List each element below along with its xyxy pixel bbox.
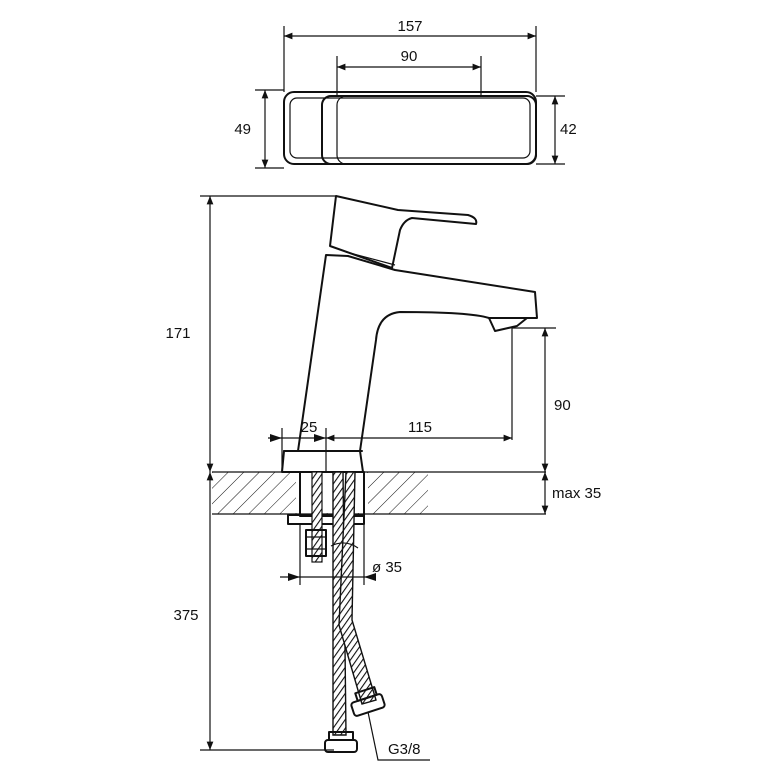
dim-lever-width: 90 — [401, 48, 418, 65]
dim-hose-length: 375 — [173, 607, 198, 624]
faucet-lever — [329, 195, 478, 269]
dim-offset: 25 — [301, 419, 318, 436]
dim-left-depth: 49 — [234, 121, 251, 138]
threaded-stud — [311, 471, 323, 563]
dim-height: 171 — [165, 325, 190, 342]
side-view: 171 90 max 35 25 115 ø 35 375 G3/8 — [165, 195, 601, 761]
hose-nut-right — [350, 686, 386, 717]
dim-spout-height: 90 — [554, 397, 571, 414]
faucet-body — [281, 254, 538, 473]
dim-top-width: 157 — [397, 18, 422, 35]
mounting-washer — [287, 514, 365, 525]
hose-nut-left — [324, 731, 358, 753]
dim-max-thickness: max 35 — [552, 485, 601, 502]
top-view: 157 90 49 42 — [234, 18, 577, 169]
supply-hose-hot — [338, 471, 377, 705]
thread-leader — [367, 711, 430, 761]
dim-thread: G3/8 — [388, 741, 421, 758]
top-view-base-inner — [289, 97, 531, 159]
top-view-lever-inner — [336, 95, 537, 165]
top-view-lever — [321, 95, 537, 165]
dim-hole-diameter: ø 35 — [372, 559, 402, 576]
dim-reach: 115 — [408, 419, 432, 436]
dim-right-depth: 42 — [560, 121, 577, 138]
stud-nut — [305, 529, 327, 557]
